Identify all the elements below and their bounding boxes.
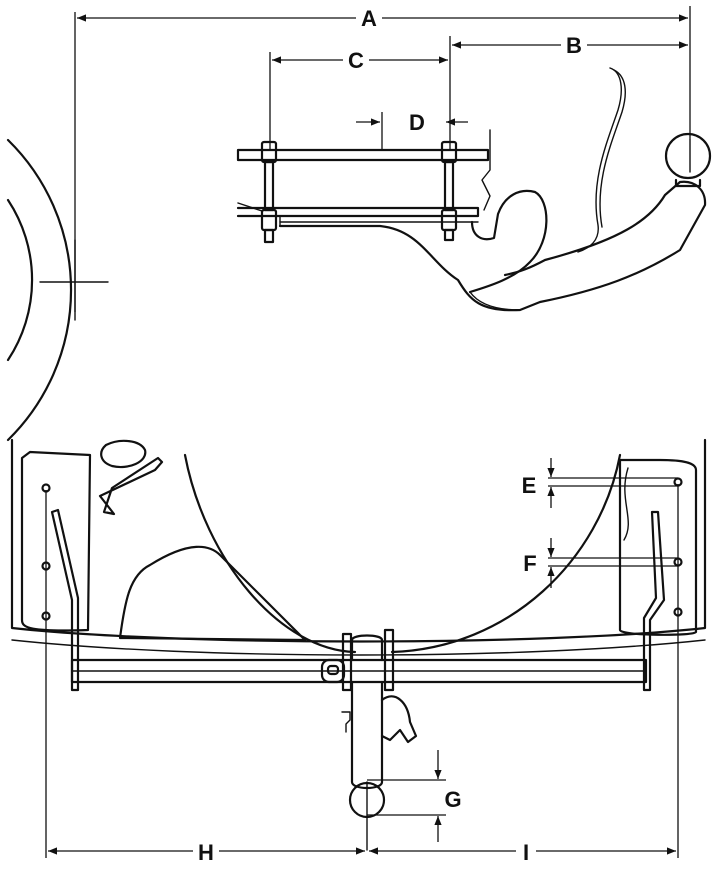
left-side-arm xyxy=(50,508,80,692)
socket-bracket-hole xyxy=(326,664,340,676)
wheel-rim xyxy=(6,198,34,362)
dimension-f-label: F xyxy=(523,551,536,576)
lower-valance xyxy=(11,639,706,656)
right-mount-plate xyxy=(383,628,395,692)
dimension-g-label: G xyxy=(444,787,461,812)
dimension-b-label-bg xyxy=(561,33,587,57)
left-inner-cutout xyxy=(118,545,307,642)
lower-rail xyxy=(236,206,480,218)
dimension-b-label: B xyxy=(566,33,582,58)
rear-wheel xyxy=(6,138,109,442)
right-panel-inner-curve xyxy=(623,467,629,541)
dimension-a-label: A xyxy=(361,6,377,31)
vent-oval xyxy=(100,439,147,469)
rear-bolt xyxy=(440,140,458,242)
dimension-e-label: E xyxy=(522,473,537,498)
right-recess-panel xyxy=(618,458,698,636)
electrical-socket xyxy=(380,695,418,744)
ball-neck xyxy=(674,178,702,188)
dimension-i-label-bg xyxy=(516,840,536,864)
dimension-c-label-bg xyxy=(343,48,369,72)
drop-arm xyxy=(350,680,384,790)
rail-end-line xyxy=(237,202,263,212)
exhaust-tip xyxy=(98,456,164,516)
side-view: A B C D xyxy=(6,6,712,442)
tow-ball xyxy=(664,132,712,180)
central-tow-assembly xyxy=(320,628,418,851)
dimension-h-label: H xyxy=(198,840,214,865)
towbar-bracket-loop xyxy=(468,189,548,294)
dimension-d-label-bg xyxy=(404,110,430,134)
dimension-c-label: C xyxy=(348,48,364,73)
dimension-i-label: I xyxy=(523,840,529,865)
tyre-outline xyxy=(6,138,73,442)
left-recess-panel xyxy=(20,450,92,632)
right-side-arm xyxy=(642,510,666,692)
spare-wheel-arc-left xyxy=(183,453,357,654)
towbar-arm xyxy=(278,67,712,312)
front-bolt xyxy=(260,140,278,244)
socket-pin xyxy=(341,711,351,733)
towbar-main-beam xyxy=(278,180,707,312)
electrical-cable-inner xyxy=(599,69,626,228)
mount-hood xyxy=(350,634,384,662)
rear-panel-edge xyxy=(481,129,491,211)
rear-bumper-outline xyxy=(10,438,707,643)
dimension-h-label-bg xyxy=(193,840,219,864)
socket-bracket xyxy=(320,658,346,684)
chassis-rail xyxy=(236,129,491,227)
dimension-d-label: D xyxy=(409,110,425,135)
rear-view: E F G H I xyxy=(10,438,707,865)
spare-wheel-arc-right xyxy=(390,453,622,654)
upper-rail xyxy=(236,148,490,162)
dimension-a-label-bg xyxy=(356,6,382,30)
electrical-cable xyxy=(577,67,622,253)
towbar-underside xyxy=(469,291,521,311)
